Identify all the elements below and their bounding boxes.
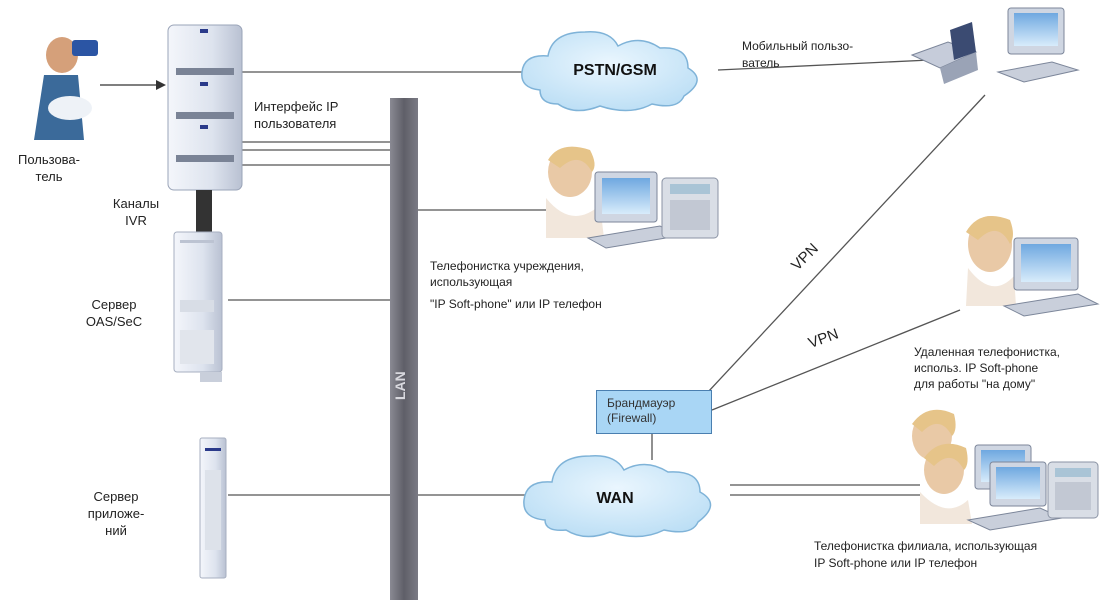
server-tower-icon	[199, 437, 227, 579]
computer-icon	[996, 7, 1080, 83]
laptop-icon	[910, 22, 978, 84]
computer-icon	[966, 444, 1064, 531]
arrow	[100, 80, 166, 90]
app-server-label: Сервер приложе- ний	[87, 489, 145, 538]
lan-label: LAN	[392, 371, 408, 400]
ip-interface-label: Интерфейс IP пользователя	[254, 99, 339, 131]
pbx-cabinet-icon	[167, 24, 243, 191]
connection-lines	[228, 59, 986, 496]
branch-operator-label: Телефонистка филиала, использующая IP So…	[814, 539, 1038, 570]
user-person-icon	[34, 37, 98, 140]
server-tower-icon	[173, 231, 223, 382]
remote-operator-label: Удаленная телефонистка, использ. IP Soft…	[914, 345, 1061, 391]
operator-headset-icon	[966, 216, 1016, 306]
lan-bar	[390, 98, 418, 600]
wan-label: WAN	[596, 490, 634, 507]
operator-label: Телефонистка учреждения, использующая "I…	[430, 259, 602, 311]
operator-headset-icon	[546, 146, 604, 238]
oas-label: Сервер OAS/SeC	[85, 297, 143, 329]
mobile-user-label: Мобильный пользо- ватель	[742, 39, 854, 70]
cloud-icon	[521, 31, 698, 112]
desk-phone-icon	[661, 177, 719, 239]
desk-phone-icon	[1047, 461, 1099, 519]
cloud-icon	[523, 455, 712, 538]
ivr-cable	[196, 190, 212, 232]
pstn-label: PSTN/GSM	[573, 62, 657, 79]
user-label: Пользова- тель	[17, 152, 80, 184]
computer-icon	[1002, 237, 1100, 317]
operator-headset-icon	[920, 443, 972, 524]
firewall-box: Брандмауэр (Firewall)	[596, 390, 712, 434]
ivr-label: Каналы IVR	[112, 196, 160, 228]
computer-icon	[586, 171, 680, 249]
